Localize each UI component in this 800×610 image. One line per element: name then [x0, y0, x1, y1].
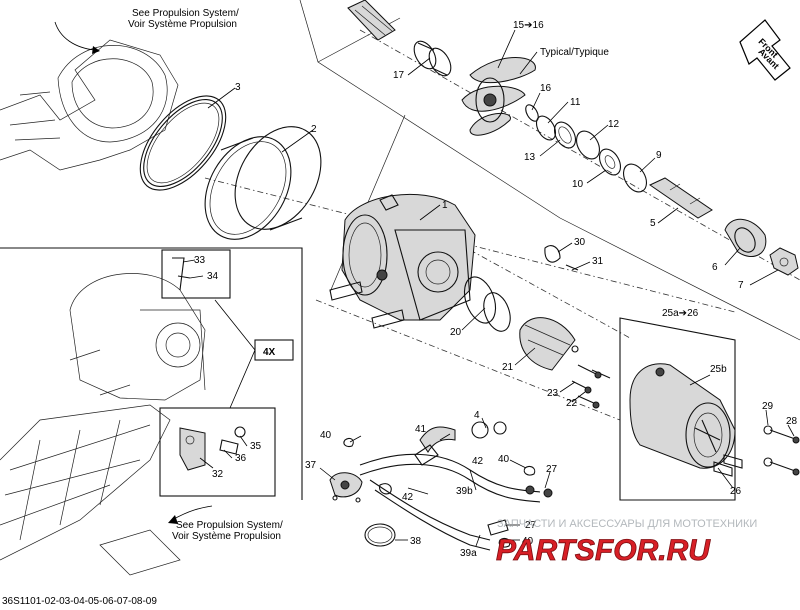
front-arrow [739, 19, 791, 81]
part-label-7: 7 [738, 280, 744, 291]
part-label-16: 16 [540, 83, 552, 94]
part-label-31: 31 [592, 256, 604, 267]
multiplier-4x: 4X [263, 347, 276, 358]
part-label-17: 17 [393, 70, 405, 81]
part-label-36: 36 [235, 453, 247, 464]
part-label-21: 21 [502, 362, 514, 373]
part-label-28: 28 [786, 416, 798, 427]
part-label-20: 20 [450, 327, 462, 338]
watermark: ЗАПЧАСТИ И АКСЕССУАРЫ ДЛЯ МОТОТЕХНИКИ PA… [496, 518, 758, 567]
part-label-42a: 42 [472, 456, 484, 467]
part-label-27b: 27 [525, 520, 537, 531]
hoses [329, 421, 553, 551]
part-label-6: 6 [712, 262, 718, 273]
part-label-25a-26: 25a➔26 [662, 308, 699, 319]
part-label-12: 12 [608, 119, 620, 130]
part-label-22: 22 [566, 398, 578, 409]
callout-see-propulsion-bottom-line1: See Propulsion System/ [176, 520, 283, 531]
part-label-26: 26 [730, 486, 742, 497]
bolts-28-29 [763, 425, 800, 476]
watermark-logo: PARTSFOR.RU [496, 534, 711, 567]
part-label-39a: 39a [460, 548, 477, 559]
part-label-4: 4 [474, 410, 480, 421]
part-label-10: 10 [572, 179, 584, 190]
part-label-40c: 40 [522, 536, 534, 547]
part-label-25b: 25b [710, 364, 727, 375]
shaft-assembly [347, 0, 799, 276]
callout-see-propulsion-bottom-line2: Voir Système Propulsion [172, 531, 281, 542]
drawing-code: 36S1101-02-03-04-05-06-07-08-09 [2, 596, 157, 607]
guide-lines [204, 0, 800, 421]
part-label-37: 37 [305, 460, 317, 471]
part-label-32: 32 [212, 469, 224, 480]
part-label-40a: 40 [320, 430, 332, 441]
part-label-27a: 27 [546, 464, 558, 475]
callout-see-propulsion-top-line1: See Propulsion System/ [132, 8, 239, 19]
part-label-35: 35 [250, 441, 262, 452]
text-labels: See Propulsion System/ Voir Système Prop… [2, 8, 798, 607]
part-label-13: 13 [524, 152, 536, 163]
detail-inset [0, 247, 303, 500]
pump-housing-1 [329, 193, 476, 329]
part-label-42b: 42 [402, 492, 414, 503]
part-label-3: 3 [235, 82, 241, 93]
callout-arrows [54, 21, 213, 524]
venturi-parts [463, 245, 611, 409]
wear-ring-2 [204, 126, 322, 240]
callout-see-propulsion-top-line2: Voir Système Propulsion [128, 19, 237, 30]
support-frame-drawing [0, 39, 179, 171]
part-label-15-16: 15➔16 [513, 20, 544, 31]
part-label-39b: 39b [456, 486, 473, 497]
part-label-1: 1 [442, 200, 448, 211]
part-label-23: 23 [547, 388, 559, 399]
callout-typical: Typical/Typique [540, 47, 609, 58]
part-label-5: 5 [650, 218, 656, 229]
watermark-caption: ЗАПЧАСТИ И АКСЕССУАРЫ ДЛЯ МОТОТЕХНИКИ [497, 518, 757, 530]
part-label-11: 11 [570, 97, 581, 108]
part-label-41: 41 [415, 424, 427, 435]
part-label-40b: 40 [498, 454, 510, 465]
hull-frame-drawing [0, 404, 181, 576]
part-label-29: 29 [762, 401, 774, 412]
part-label-33: 33 [194, 255, 206, 266]
leader-lines [182, 29, 795, 547]
part-label-38: 38 [410, 536, 422, 547]
part-label-2: 2 [311, 124, 317, 135]
part-label-9: 9 [656, 150, 662, 161]
part-label-30: 30 [574, 237, 586, 248]
nozzle-25b [619, 317, 743, 501]
part-label-34: 34 [207, 271, 219, 282]
